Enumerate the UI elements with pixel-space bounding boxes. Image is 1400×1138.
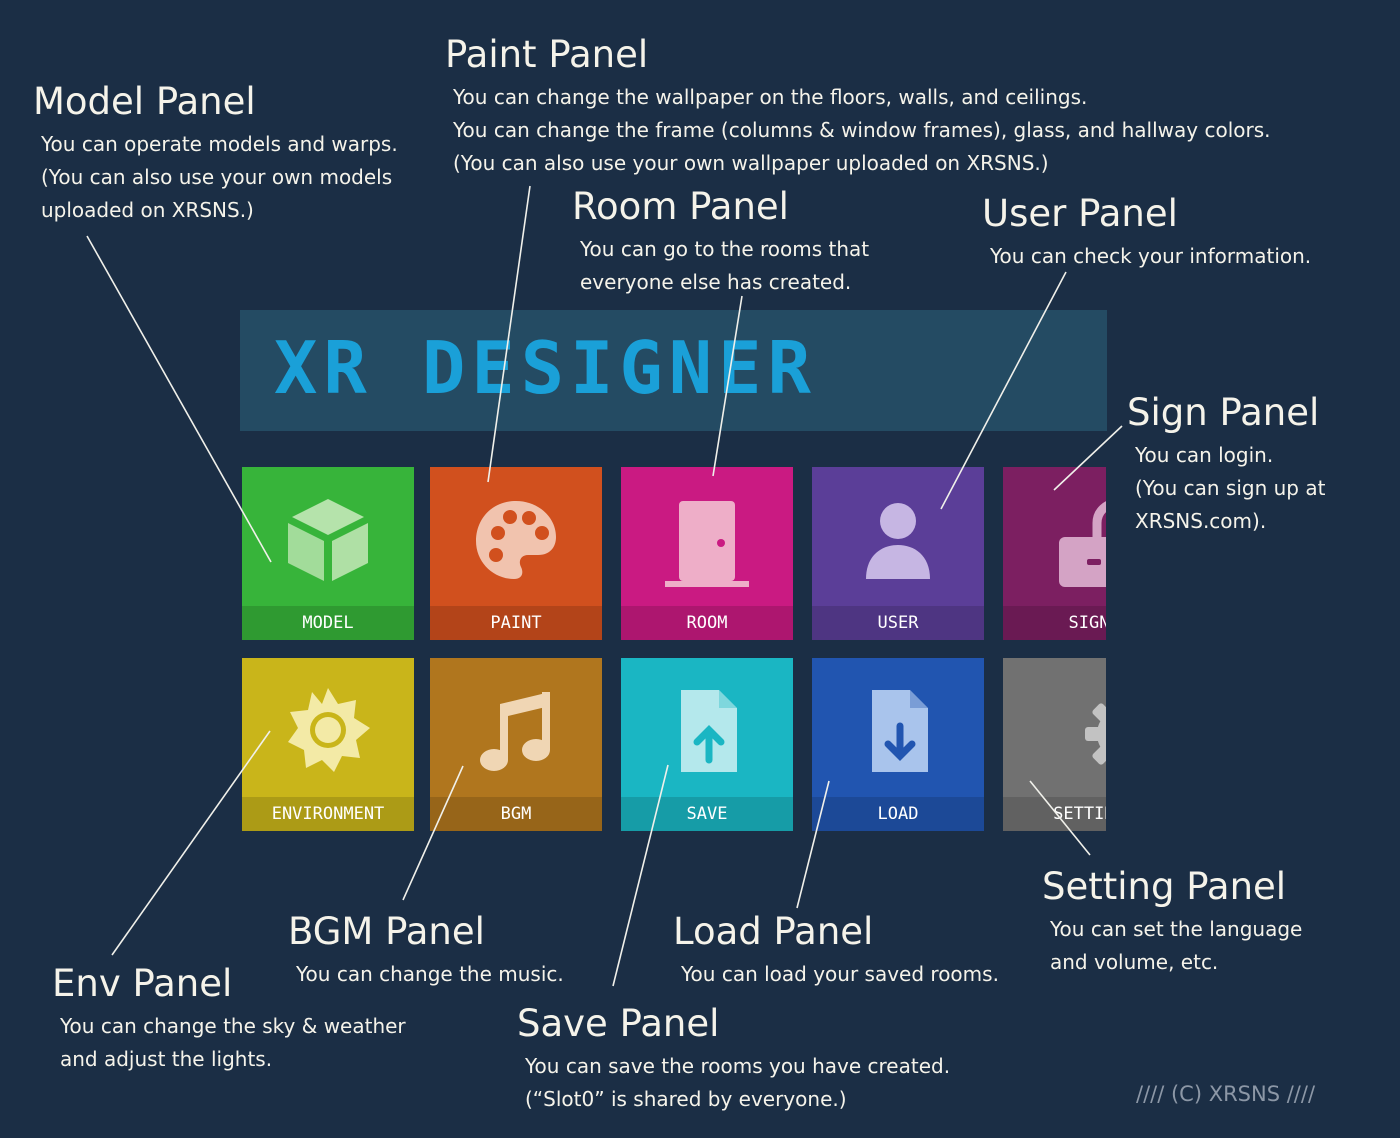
callout-title: BGM Panel [288,910,485,953]
room-panel-callout: Room Panel You can go to the rooms that … [572,185,869,299]
callout-line: and volume, etc. [1050,950,1219,974]
bgm-panel-callout: BGM Panel You can change the music. [288,910,564,991]
tile-label: USER [812,606,984,640]
save-tile[interactable]: SAVE [621,658,793,831]
tile-label: SAVE [621,797,793,831]
callout-title: Save Panel [517,1002,720,1045]
callout-line: You can change the music. [296,962,564,986]
callout-title: Load Panel [673,910,874,953]
tile-label: SETTING [1003,797,1106,831]
callout-line: (You can sign up at [1135,476,1326,500]
load-panel-callout: Load Panel You can load your saved rooms… [673,910,999,991]
app-title: XR DESIGNER [274,326,817,410]
title-banner: XR DESIGNER [240,310,1107,431]
room-tile[interactable]: ROOM [621,467,793,640]
callout-line: You can login. [1135,443,1274,467]
environment-tile[interactable]: ENVIRONMENT [242,658,414,831]
cube-icon [278,489,378,589]
paint-tile[interactable]: PAINT [430,467,602,640]
callout-description: You can go to the rooms that everyone el… [580,233,869,299]
callout-line: You can change the frame (columns & wind… [453,118,1271,142]
tile-label: MODEL [242,606,414,640]
callout-description: You can change the wallpaper on the floo… [453,81,1270,180]
callout-title: Sign Panel [1127,391,1320,434]
setting-panel-callout: Setting Panel You can set the language a… [1042,865,1302,979]
callout-description: You can change the music. [296,958,564,991]
setting-tile[interactable]: SETTING [1003,658,1106,831]
gear-icon [1039,680,1106,780]
callout-line: uploaded on XRSNS.) [41,198,254,222]
callout-line: You can set the language [1050,917,1303,941]
callout-description: You can check your information. [990,240,1311,273]
user-panel-callout: User Panel You can check your informatio… [982,192,1311,273]
callout-line: You can load your saved rooms. [681,962,999,986]
model-tile[interactable]: MODEL [242,467,414,640]
callout-line: XRSNS.com). [1135,509,1267,533]
callout-title: Room Panel [572,185,789,228]
music-note-icon [466,680,566,780]
tile-label: PAINT [430,606,602,640]
callout-line: (You can also use your own models [41,165,393,189]
callout-title: Setting Panel [1042,865,1287,908]
callout-line: (You can also use your own wallpaper upl… [453,151,1049,175]
tile-label: LOAD [812,797,984,831]
callout-title: Paint Panel [445,33,649,76]
callout-description: You can operate models and warps. (You c… [41,128,398,227]
copyright-notice: //// (C) XRSNS //// [1136,1082,1316,1106]
tile-label: BGM [430,797,602,831]
user-tile[interactable]: USER [812,467,984,640]
callout-title: User Panel [982,192,1178,235]
save-panel-callout: Save Panel You can save the rooms you ha… [517,1002,950,1116]
door-icon [657,489,757,589]
tile-label: ROOM [621,606,793,640]
bgm-tile[interactable]: BGM [430,658,602,831]
callout-description: You can load your saved rooms. [681,958,999,991]
callout-line: You can operate models and warps. [41,132,398,156]
callout-line: everyone else has created. [580,270,852,294]
callout-line: You can save the rooms you have created. [525,1054,951,1078]
palette-icon [466,489,566,589]
callout-description: You can save the rooms you have created.… [525,1050,950,1116]
tile-label: SIGN [1003,606,1106,640]
paint-panel-callout: Paint Panel You can change the wallpaper… [445,33,1270,180]
callout-line: (“Slot0” is shared by everyone.) [525,1087,847,1111]
file-download-icon [848,680,948,780]
callout-title: Env Panel [52,962,233,1005]
callout-line: You can change the sky & weather [60,1014,406,1038]
user-icon [848,489,948,589]
panel-grid: MODEL PAINT [240,466,1106,834]
lock-icon [1039,489,1106,589]
callout-line: You can change the wallpaper on the floo… [453,85,1088,109]
callout-description: You can login. (You can sign up at XRSNS… [1135,439,1325,538]
callout-description: You can set the language and volume, etc… [1050,913,1302,979]
sun-icon [278,680,378,780]
env-panel-callout: Env Panel You can change the sky & weath… [52,962,406,1076]
callout-title: Model Panel [33,80,256,123]
file-upload-icon [657,680,757,780]
sign-panel-callout: Sign Panel You can login. (You can sign … [1127,391,1325,538]
callout-line: You can check your information. [990,244,1312,268]
callout-line: and adjust the lights. [60,1047,273,1071]
sign-tile[interactable]: SIGN [1003,467,1106,640]
model-panel-callout: Model Panel You can operate models and w… [33,80,398,227]
tile-label: ENVIRONMENT [242,797,414,831]
load-tile[interactable]: LOAD [812,658,984,831]
callout-description: You can change the sky & weather and adj… [60,1010,406,1076]
callout-line: You can go to the rooms that [580,237,870,261]
